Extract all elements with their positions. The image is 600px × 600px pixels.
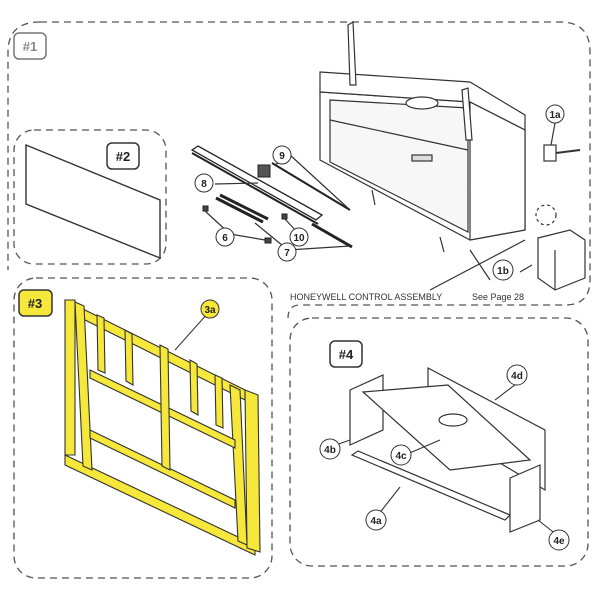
- callout-6: 6: [215, 227, 235, 247]
- section-3-label: #3: [18, 289, 53, 317]
- section-1-boundary: [40, 21, 591, 319]
- panels-4-drawing: [349, 367, 546, 533]
- callout-4b-text: 4b: [324, 445, 336, 456]
- see-page-reference: See Page 28: [472, 292, 524, 302]
- section-2-text: #2: [116, 149, 130, 164]
- section-2-boundary: [13, 129, 167, 265]
- callout-8: 8: [194, 173, 214, 193]
- section-2-label: #2: [106, 142, 140, 170]
- control-parts: [535, 144, 586, 291]
- callout-4b: 4b: [319, 438, 341, 460]
- section-4-boundary: [289, 317, 589, 567]
- callout-8-text: 8: [201, 179, 207, 190]
- section-4-text: #4: [339, 347, 354, 362]
- callout-4c: 4c: [390, 444, 412, 466]
- callout-4c-text: 4c: [395, 451, 407, 462]
- callout-7-text: 7: [284, 248, 290, 259]
- panel-2-glass: [25, 143, 161, 260]
- callout-10: 10: [289, 227, 309, 247]
- callout-6-text: 6: [222, 233, 228, 244]
- callout-9: 9: [272, 145, 292, 165]
- callout-4e: 4e: [548, 529, 570, 551]
- callout-3a-leader: [174, 312, 209, 351]
- callout-10-text: 10: [293, 233, 305, 244]
- framing-drawing: [64, 299, 261, 556]
- section-1-boundary-left: [7, 21, 41, 270]
- firebox-drawing: [319, 20, 526, 253]
- callout-4a: 4a: [365, 509, 387, 531]
- callout-7: 7: [277, 242, 297, 262]
- callout-3a-text: 3a: [204, 305, 216, 316]
- section-1-label: #1: [13, 32, 47, 60]
- section-3-boundary: [13, 277, 273, 579]
- callout-4d: 4d: [506, 364, 528, 386]
- callout-4d-text: 4d: [511, 371, 523, 382]
- callout-1b: 1b: [492, 259, 514, 281]
- section-3-text: #3: [28, 296, 42, 311]
- callout-4a-text: 4a: [370, 516, 382, 527]
- callout-3a: 3a: [200, 299, 220, 319]
- callout-1a-text: 1a: [549, 110, 561, 121]
- control-assembly-caption: HONEYWELL CONTROL ASSEMBLY: [290, 292, 442, 302]
- callout-1b-text: 1b: [497, 266, 509, 277]
- callout-1a: 1a: [545, 104, 565, 124]
- callout-4e-text: 4e: [553, 536, 565, 547]
- section-1-text: #1: [23, 39, 37, 54]
- section-4-label: #4: [329, 340, 363, 368]
- callout-9-text: 9: [279, 151, 285, 162]
